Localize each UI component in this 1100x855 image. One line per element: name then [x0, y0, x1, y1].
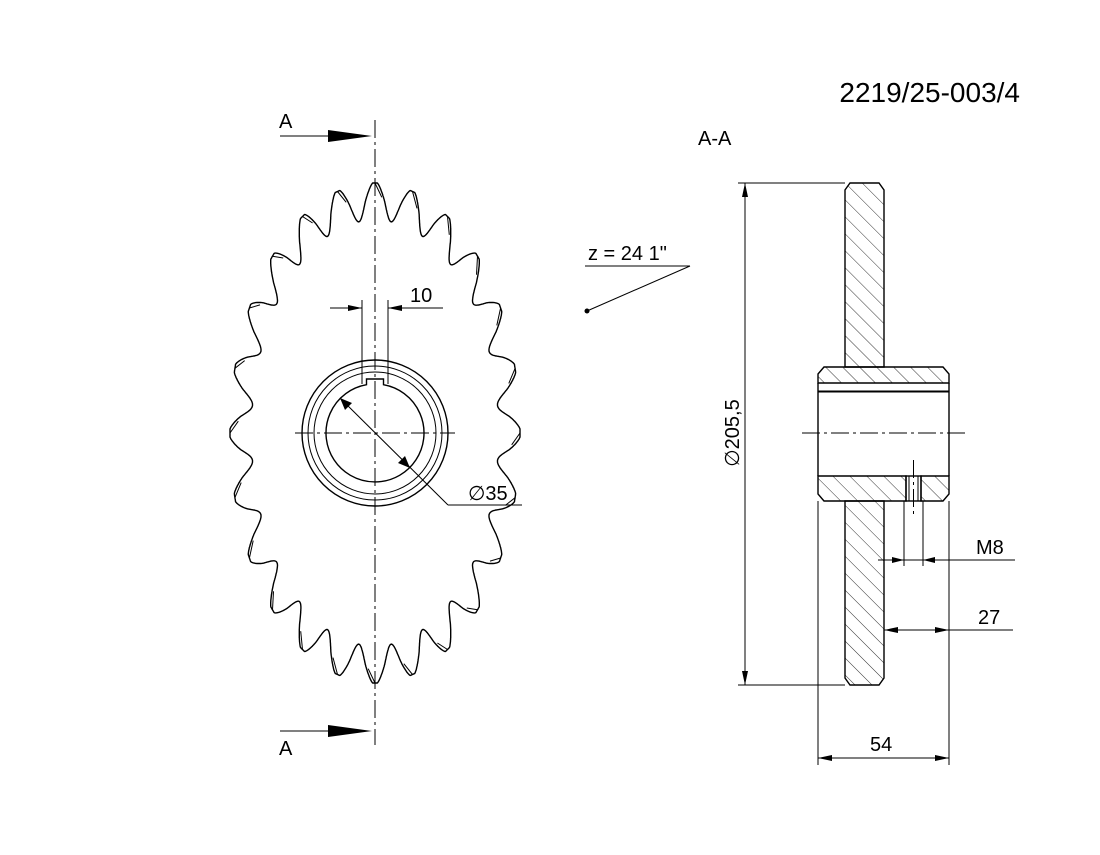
tooth-tip-chamfer	[248, 540, 254, 559]
tooth-tip-chamfer	[249, 304, 261, 309]
tooth-note-leader: z = 24 1"	[584, 243, 691, 314]
tooth-tip-chamfer	[337, 191, 347, 203]
section-arrow-bottom: A	[279, 725, 372, 760]
thread-dimension: M8	[878, 501, 1015, 566]
section-arrow-top-label: A	[279, 111, 293, 133]
sprocket-front-view: 10 ∅35 z = 24 1" A A	[229, 111, 691, 760]
tooth-tip-chamfer	[229, 420, 239, 434]
bore-diameter-label: ∅35	[468, 483, 508, 505]
tooth-note: z = 24 1"	[588, 243, 667, 265]
tooth-tip-chamfer	[272, 591, 274, 610]
tooth-tip-chamfer	[466, 607, 478, 611]
tooth-tip-chamfer	[496, 307, 502, 326]
tooth-tip-chamfer	[437, 642, 448, 650]
tooth-tip-chamfer	[272, 255, 284, 259]
tooth-tip-chamfer	[508, 368, 516, 384]
tooth-tip-chamfer	[374, 182, 383, 198]
section-arrow-bottom-label: A	[279, 738, 293, 760]
hub-offset-dimension: 27	[884, 501, 1013, 640]
section-view: A-A ∅205,5	[698, 128, 1015, 765]
section-title: A-A	[698, 128, 732, 150]
plate-upper-section	[844, 182, 885, 368]
tooth-tip-chamfer	[234, 360, 246, 369]
hub-upper-wall	[817, 366, 950, 384]
set-screw-hole	[905, 460, 922, 515]
tooth-tip-chamfer	[504, 497, 516, 506]
tooth-tip-chamfer	[302, 216, 313, 224]
hub-lower-wall	[817, 475, 907, 502]
outer-diameter-label: ∅205,5	[722, 399, 744, 466]
outer-diameter-dimension: ∅205,5	[722, 182, 845, 686]
tooth-tip-chamfer	[447, 216, 450, 235]
tooth-tip-chamfer	[300, 631, 303, 650]
plate-lower-section	[844, 500, 885, 686]
bore-with-keyway	[325, 378, 425, 483]
section-arrow-top: A	[279, 111, 372, 142]
part-number: 2219/25-003/4	[839, 77, 1020, 108]
tooth-tip-chamfer	[403, 663, 413, 675]
tooth-tip-chamfer	[489, 557, 501, 562]
keyway-width-dimension: 10	[330, 285, 443, 384]
hub-length-label: 54	[870, 734, 892, 756]
keyway-width-label: 10	[410, 285, 432, 307]
thread-label: M8	[976, 537, 1004, 559]
tooth-tip-chamfer	[476, 256, 478, 275]
bore-diameter-dimension: ∅35	[339, 397, 522, 506]
hub-length-dimension: 54	[817, 501, 950, 765]
tooth-tip-chamfer	[332, 657, 338, 675]
tooth-tip-chamfer	[234, 482, 242, 498]
tooth-tip-chamfer	[412, 191, 418, 209]
tooth-tip-marks	[229, 182, 521, 684]
hub-lower-wall-right	[920, 475, 950, 502]
tooth-tip-chamfer	[511, 432, 521, 446]
tooth-tip-chamfer	[367, 668, 376, 684]
hub-offset-label: 27	[978, 607, 1000, 629]
